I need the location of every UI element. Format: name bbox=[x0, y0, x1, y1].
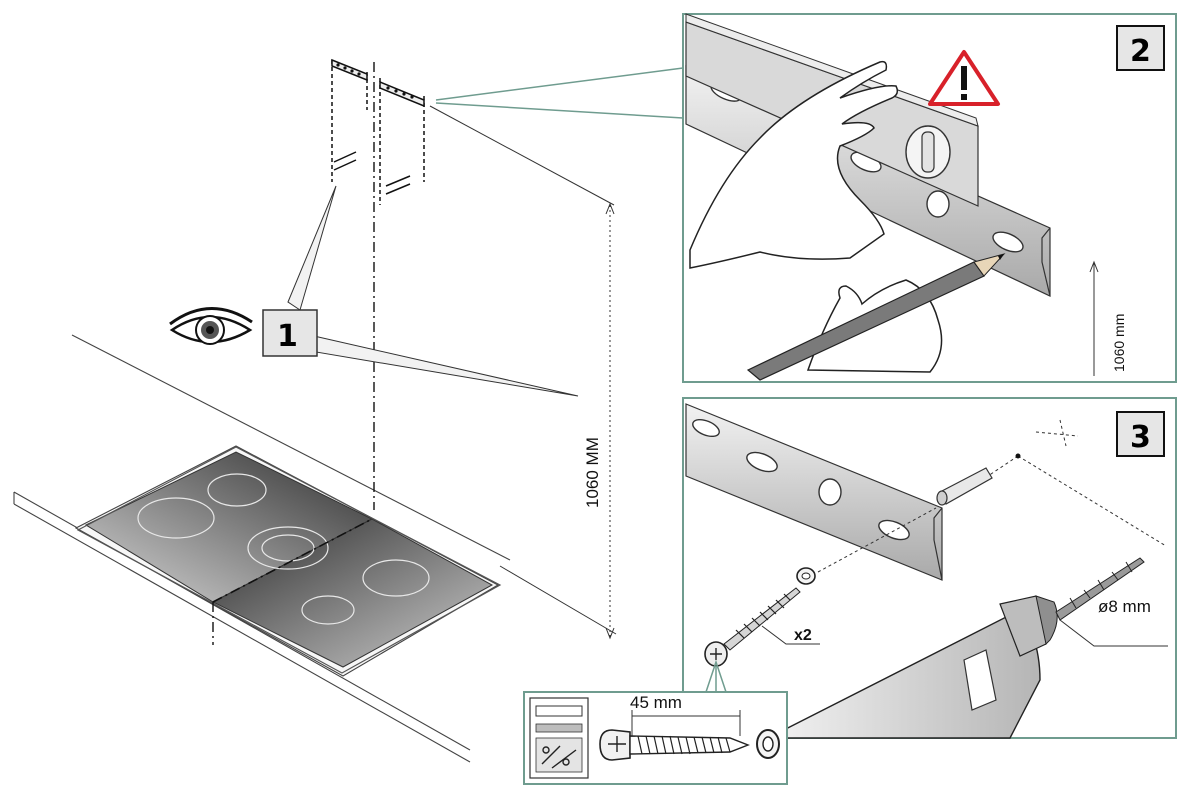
pencil bbox=[746, 253, 1006, 381]
power-drill bbox=[767, 557, 1145, 739]
cooktop bbox=[76, 446, 502, 674]
callout-1-pointers bbox=[287, 185, 579, 397]
panel-2-height-dimension bbox=[1089, 260, 1099, 376]
eye-icon bbox=[169, 307, 253, 345]
screw bbox=[704, 587, 801, 667]
panel-step-3: x2 ø8 mm 3 bbox=[682, 397, 1177, 739]
centre-axis bbox=[212, 62, 375, 645]
hardware-kit-icon bbox=[529, 697, 589, 779]
height-label-panel-2: 1060 mm bbox=[1111, 314, 1127, 372]
step-3-badge: 3 bbox=[1116, 411, 1165, 457]
step-1-badge: 1 bbox=[262, 309, 318, 357]
quantity-leader bbox=[761, 625, 820, 645]
height-label-main: 1060 MM bbox=[583, 437, 602, 508]
main-scene: 1060 MM 1 bbox=[13, 58, 617, 763]
drill-diameter-label: ø8 mm bbox=[1098, 597, 1151, 616]
bracket-marks bbox=[331, 58, 425, 205]
warning-triangle-icon bbox=[928, 50, 1000, 106]
screw-detail bbox=[599, 729, 780, 761]
step-1-number: 1 bbox=[277, 319, 298, 354]
washer bbox=[796, 567, 816, 585]
screw-length-label: 45 mm bbox=[630, 693, 682, 712]
wall-bracket-rail-3 bbox=[685, 403, 943, 581]
step-3-number: 3 bbox=[1130, 420, 1151, 455]
screw-quantity-label: x2 bbox=[794, 627, 812, 644]
wall-plug bbox=[936, 467, 993, 506]
drill-diameter-leader bbox=[1059, 619, 1168, 647]
step-2-badge: 2 bbox=[1116, 25, 1165, 71]
screw-length-dimension bbox=[631, 710, 741, 736]
panel-step-2: 1060 mm 2 bbox=[435, 13, 1177, 383]
step-2-number: 2 bbox=[1130, 34, 1151, 69]
height-dimension bbox=[429, 105, 617, 640]
screw-detail-inset: 45 mm bbox=[523, 659, 788, 785]
